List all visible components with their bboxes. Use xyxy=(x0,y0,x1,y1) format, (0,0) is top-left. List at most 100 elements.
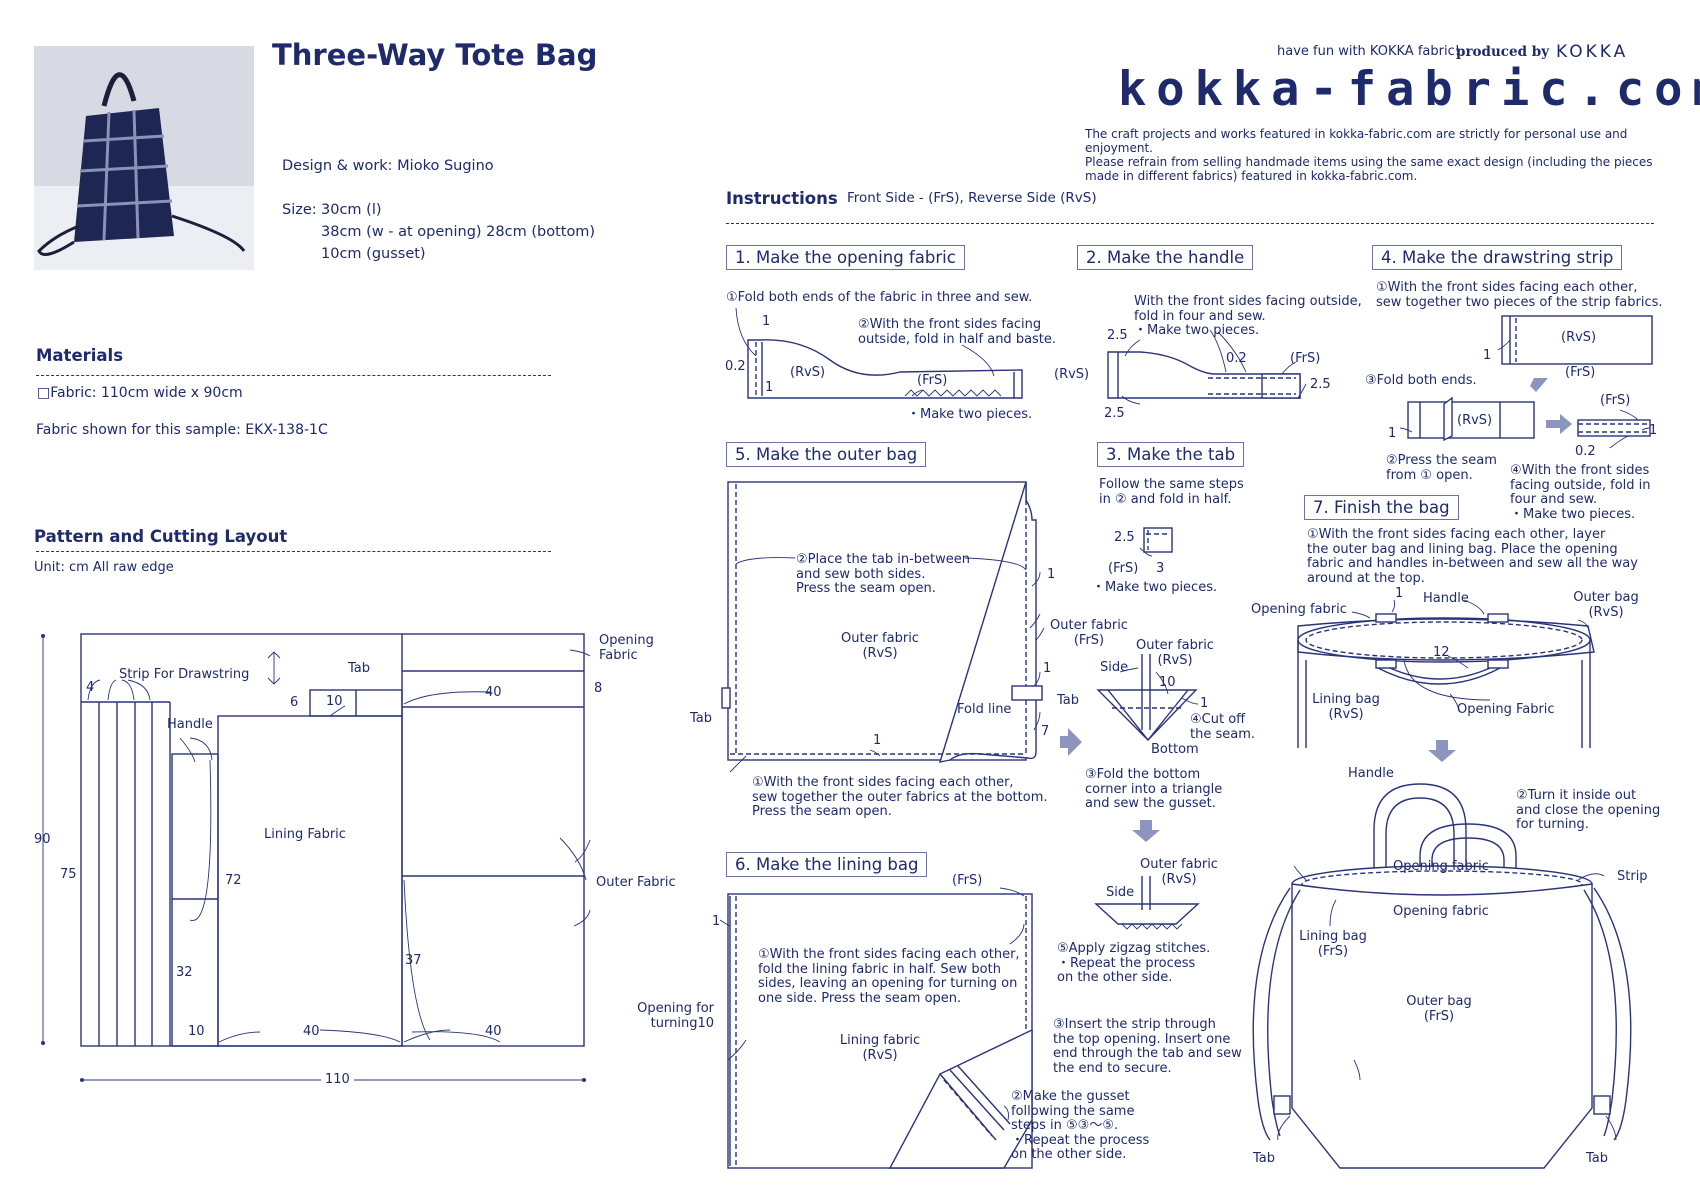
size-label: Size: xyxy=(282,202,317,218)
step-1-text-3: ・Make two pieces. xyxy=(907,407,1033,422)
divider xyxy=(726,223,1654,224)
notice-line: The craft projects and works featured in… xyxy=(1085,127,1628,155)
step-2-text: With the front sides facing outside, fol… xyxy=(1134,294,1362,338)
step-4-rvs-1: (RvS) xyxy=(1561,330,1597,345)
produced-by: produced by xyxy=(1456,44,1550,60)
step-5-fabric-label: Outer fabric (RvS) xyxy=(841,631,919,661)
dim-10-bottom: 10 xyxy=(188,1024,205,1039)
product-photo xyxy=(34,46,254,270)
step-7-outer-bag-frs: Outer bag (FrS) xyxy=(1406,994,1472,1024)
size-width: 38cm (w - at opening) 28cm (bottom) xyxy=(321,224,596,240)
step-5-gusset-side: Side xyxy=(1100,660,1129,675)
step-5-dim-1c: 1 xyxy=(873,733,882,748)
page-title: Three-Way Tote Bag xyxy=(272,38,598,72)
step-1-frs: (FrS) xyxy=(917,373,948,388)
step-7-outer-bag-rvs: Outer bag (RvS) xyxy=(1573,590,1639,620)
materials-sample: Fabric shown for this sample: EKX-138-1C xyxy=(36,422,328,438)
step-3-dim-3: 3 xyxy=(1156,561,1165,576)
step-6-opening-label: Opening for turning10 xyxy=(637,1001,714,1031)
step-4-rvs-2: (RvS) xyxy=(1457,413,1493,428)
divider xyxy=(36,375,551,376)
step-7-text-1: ①With the front sides facing each other,… xyxy=(1307,527,1638,586)
step-4-dim-1: 1 xyxy=(1483,348,1492,363)
step-3-dim-25: 2.5 xyxy=(1114,530,1135,545)
step-1-title: 1. Make the opening fabric xyxy=(726,245,965,270)
step-4-text-3: ③Fold both ends. xyxy=(1365,373,1477,388)
step-4-text-2: ②Press the seam from ① open. xyxy=(1386,453,1497,483)
tote-bag-photo-icon xyxy=(34,46,254,270)
step-7-opening-fabric-bottom: Opening fabric xyxy=(1393,904,1489,919)
step-1-dim-1a: 1 xyxy=(762,314,771,329)
label-lining-fabric: Lining Fabric xyxy=(264,827,346,842)
step-1-text-1: ①Fold both ends of the fabric in three a… xyxy=(726,290,1033,305)
step-6-text-3: ③Insert the strip through the top openin… xyxy=(1053,1017,1242,1076)
step-5-dim-7: 7 xyxy=(1041,724,1050,739)
dim-8: 8 xyxy=(594,681,603,696)
step-7-opening-fabric-2: Opening Fabric xyxy=(1457,702,1555,717)
step-5-gusset-fabric: Outer fabric (RvS) xyxy=(1136,638,1214,668)
step-1-dim-02: 0.2 xyxy=(725,359,746,374)
step-6-text-2: ②Make the gusset following the same step… xyxy=(1011,1089,1150,1162)
dim-10-tab: 10 xyxy=(326,694,343,709)
step-3-title: 3. Make the tab xyxy=(1097,442,1245,467)
step-7-text-2: ②Turn it inside out and close the openin… xyxy=(1516,788,1661,832)
dim-40-top: 40 xyxy=(485,685,502,700)
step-5-gusset-1: 1 xyxy=(1200,696,1209,711)
step-5-tab-left: Tab xyxy=(690,711,713,726)
step-4-dim-1c: 1 xyxy=(1649,423,1658,438)
step-5-frs-label: Outer fabric (FrS) xyxy=(1050,618,1128,648)
label-tab: Tab xyxy=(348,661,371,676)
step-6-frs: (FrS) xyxy=(952,873,983,888)
step-5-zigzag-fabric: Outer fabric (RvS) xyxy=(1140,857,1218,887)
step-5-text-2: ②Place the tab in-between and sew both s… xyxy=(796,552,971,596)
dim-90: 90 xyxy=(34,832,51,847)
dim-40-bottom-left: 40 xyxy=(303,1024,320,1039)
size-gusset: 10cm (gusset) xyxy=(321,246,426,262)
label-handle: Handle xyxy=(167,717,213,732)
label-outer-fabric: Outer Fabric xyxy=(596,875,676,890)
site-logo: kokka-fabric.com xyxy=(1118,62,1700,117)
cutting-layout-diagram xyxy=(41,633,591,1082)
step-6-title: 6. Make the lining bag xyxy=(726,852,928,877)
dim-40-bottom-right: 40 xyxy=(485,1024,502,1039)
dim-37: 37 xyxy=(405,953,422,968)
pattern-heading: Pattern and Cutting Layout xyxy=(34,527,288,546)
step-3-text: Follow the same steps in ② and fold in h… xyxy=(1099,477,1244,507)
dim-6: 6 xyxy=(290,695,299,710)
brand-logo: KOKKA xyxy=(1556,42,1629,62)
step-5-fold-line: Fold line xyxy=(957,702,1012,717)
dim-110: 110 xyxy=(321,1072,354,1088)
label-opening-fabric: Opening Fabric xyxy=(599,633,654,663)
usage-notice: The craft projects and works featured in… xyxy=(1085,127,1685,183)
step-3-note: ・Make two pieces. xyxy=(1092,580,1218,595)
step-7-handle: Handle xyxy=(1423,591,1469,606)
step-2-frs: (FrS) xyxy=(1290,351,1321,366)
step-5-text-5: ⑤Apply zigzag stitches. ・Repeat the proc… xyxy=(1057,941,1211,985)
step-1-rvs: (RvS) xyxy=(790,365,826,380)
step-4-dim-02: 0.2 xyxy=(1575,444,1596,459)
step-5-tab-right: Tab xyxy=(1057,693,1080,708)
notice-line: made in different fabrics) featured in k… xyxy=(1085,169,1418,183)
step-7-tab-right: Tab xyxy=(1586,1151,1609,1166)
step-4-frs-2: (FrS) xyxy=(1600,393,1631,408)
step-2-dim-25b: 2.5 xyxy=(1310,377,1331,392)
dim-32: 32 xyxy=(176,965,193,980)
step-5-title: 5. Make the outer bag xyxy=(726,442,927,467)
step-7-dim-1: 1 xyxy=(1395,586,1404,601)
step-2-dim-25a: 2.5 xyxy=(1107,328,1128,343)
size-length: 30cm (l) xyxy=(321,202,382,218)
step-7-title: 7. Finish the bag xyxy=(1304,495,1459,520)
pattern-unit: Unit: cm All raw edge xyxy=(34,560,174,575)
step-4-dim-1b: 1 xyxy=(1388,426,1397,441)
step-7-lining-bag-frs: Lining bag (FrS) xyxy=(1299,929,1367,959)
step-2-title: 2. Make the handle xyxy=(1077,245,1254,270)
step-7-strip: Strip xyxy=(1617,869,1648,884)
step-6-text-1: ①With the front sides facing each other,… xyxy=(758,947,1020,1006)
step-2-rvs: (RvS) xyxy=(1054,367,1090,382)
step-7-handle-2: Handle xyxy=(1348,766,1394,781)
materials-fabric: □Fabric: 110cm wide x 90cm xyxy=(37,385,243,401)
instructions-legend: Front Side - (FrS), Reverse Side (RvS) xyxy=(847,190,1097,206)
step-3-frs: (FrS) xyxy=(1108,561,1139,576)
step-5-bottom: Bottom xyxy=(1151,742,1199,757)
